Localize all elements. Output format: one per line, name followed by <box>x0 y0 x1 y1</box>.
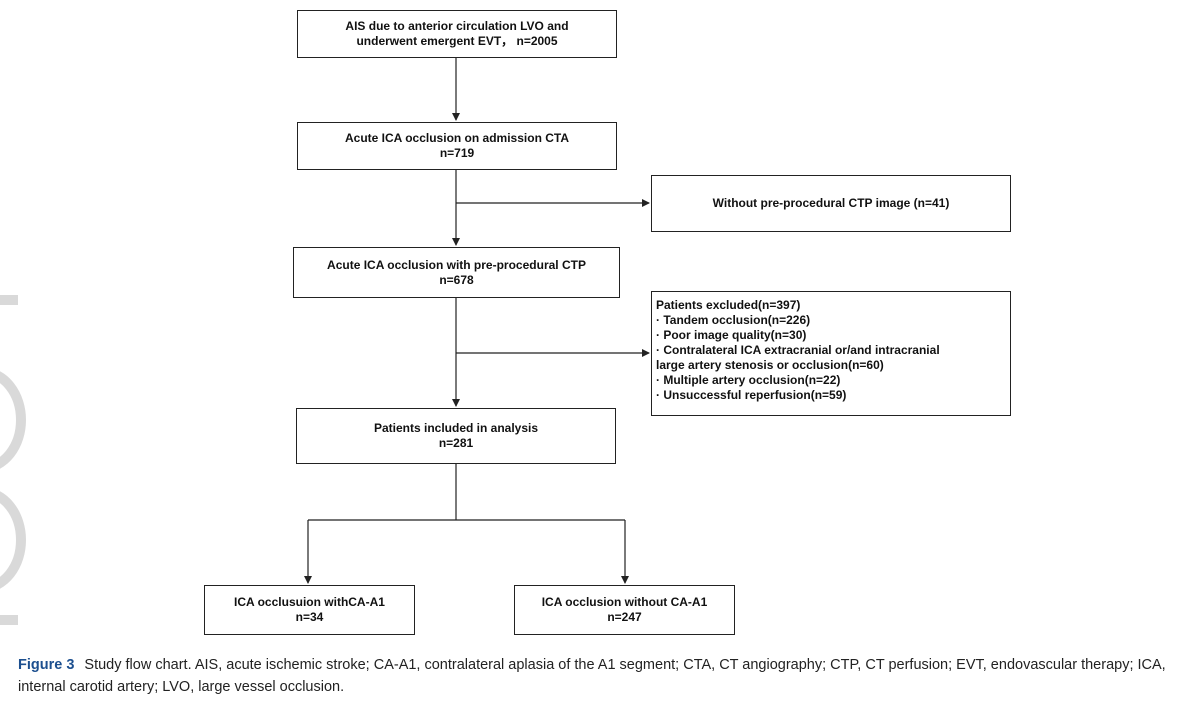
box-without-ca-a1: ICA occlusion without CA-A1 n=247 <box>514 585 735 635</box>
box-without-ctp: Without pre-procedural CTP image (n=41) <box>651 175 1011 232</box>
box-ica-cta-line-1: Acute ICA occlusion on admission CTA <box>344 131 570 145</box>
figure-caption-text: Study flow chart. AIS, acute ischemic st… <box>18 657 1166 695</box>
box-included-line-1: Patients included in analysis <box>373 421 539 435</box>
box-without-ctp-line-1: Without pre-procedural CTP image (n=41) <box>712 196 950 210</box>
box-included-line-2: n=281 <box>438 436 474 450</box>
box-without-ca-a1-line-1: ICA occlusion without CA-A1 <box>541 595 708 609</box>
excluded-line-2: · Tandem occlusion(n=226) <box>656 313 811 327</box>
box-ica-ctp-line-2: n=678 <box>439 272 474 287</box>
box-ais-evt: AIS due to anterior circulation LVO and … <box>297 10 617 58</box>
excluded-line-5: large artery stenosis or occlusion(n=60) <box>656 358 884 372</box>
box-ica-ctp-line-1: Acute ICA occlusion with pre-procedural … <box>327 257 586 272</box>
figure-label: Figure 3 <box>18 657 75 673</box>
box-patients-excluded: Patients excluded(n=397) · Tandem occlus… <box>651 291 1011 416</box>
excluded-line-6: · Multiple artery occlusion(n=22) <box>656 373 841 387</box>
excluded-line-1: Patients excluded(n=397) <box>656 298 801 312</box>
box-ais-evt-line-1: AIS due to anterior circulation LVO and <box>345 19 569 33</box>
box-with-ca-a1-line-1: ICA occlusuion withCA-A1 <box>234 595 385 609</box>
box-with-ca-a1: ICA occlusuion withCA-A1 n=34 <box>204 585 415 635</box>
excluded-line-7: · Unsuccessful reperfusion(n=59) <box>656 388 847 402</box>
box-with-ca-a1-line-2: n=34 <box>295 610 324 624</box>
box-ica-cta: Acute ICA occlusion on admission CTA n=7… <box>297 122 617 170</box>
excluded-line-3: · Poor image quality(n=30) <box>656 328 807 342</box>
box-ais-evt-line-2: underwent emergent EVT， n=2005 <box>356 34 558 48</box>
excluded-line-4: · Contralateral ICA extracranial or/and … <box>656 343 940 357</box>
box-ica-ctp: Acute ICA occlusion with pre-procedural … <box>293 247 620 298</box>
box-patients-included: Patients included in analysis n=281 <box>296 408 616 464</box>
box-without-ca-a1-line-2: n=247 <box>607 610 642 624</box>
box-ica-cta-line-2: n=719 <box>439 146 475 160</box>
